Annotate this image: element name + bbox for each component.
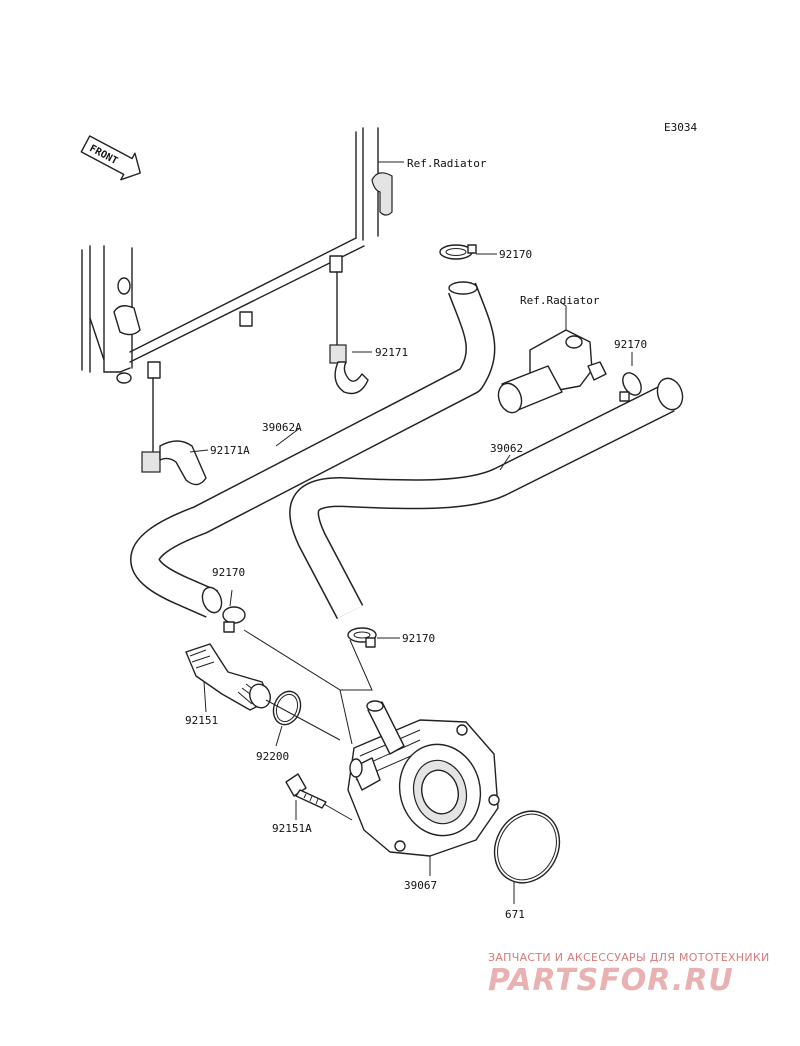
watermark-logo: PARTSFOR.RU [488, 963, 734, 998]
bracket-92171 [329, 271, 372, 395]
label-92200: 92200 [256, 750, 289, 763]
front-arrow-icon: FRONT [80, 135, 141, 181]
label-92170-top: 92170 [499, 248, 532, 261]
clamp-92170-left [222, 589, 246, 633]
label-92151: 92151 [185, 714, 218, 727]
diagram-code: E3034 [664, 121, 697, 134]
oil-cooler-39067 [347, 700, 500, 876]
hose-39062 [289, 377, 684, 620]
label-92170-left: 92170 [212, 566, 245, 579]
ref-radiator-right-housing [497, 301, 607, 414]
label-92171: 92171 [375, 346, 408, 359]
clamp-92170-top [439, 244, 497, 260]
label-92171a: 92171A [210, 444, 250, 457]
fitting-92151 [185, 643, 271, 713]
hose-39062a [130, 281, 496, 618]
label-671: 671 [505, 908, 525, 921]
leader-lines [243, 629, 373, 821]
label-92170-mid: 92170 [402, 632, 435, 645]
o-ring-671 [493, 810, 561, 904]
label-92151a: 92151A [272, 822, 312, 835]
label-39062a: 39062A [262, 421, 302, 434]
bolt-92151a [285, 773, 327, 820]
leader-39062 [499, 454, 511, 471]
radiator-reference [81, 127, 404, 384]
label-39067: 39067 [404, 879, 437, 892]
o-ring-92200 [272, 690, 302, 747]
leader-39062a [275, 427, 301, 447]
bracket-92171a [141, 377, 209, 486]
label-39062: 39062 [490, 442, 523, 455]
ref-radiator-top-label: Ref.Radiator [407, 157, 487, 170]
ref-radiator-right-label: Ref.Radiator [520, 294, 600, 307]
clamp-92170-right [619, 352, 642, 402]
label-92170-right: 92170 [614, 338, 647, 351]
clamp-92170-mid [347, 627, 400, 648]
watermark-tagline: ЗАПЧАСТИ И АКСЕССУАРЫ ДЛЯ МОТОТЕХНИКИ [488, 951, 770, 964]
